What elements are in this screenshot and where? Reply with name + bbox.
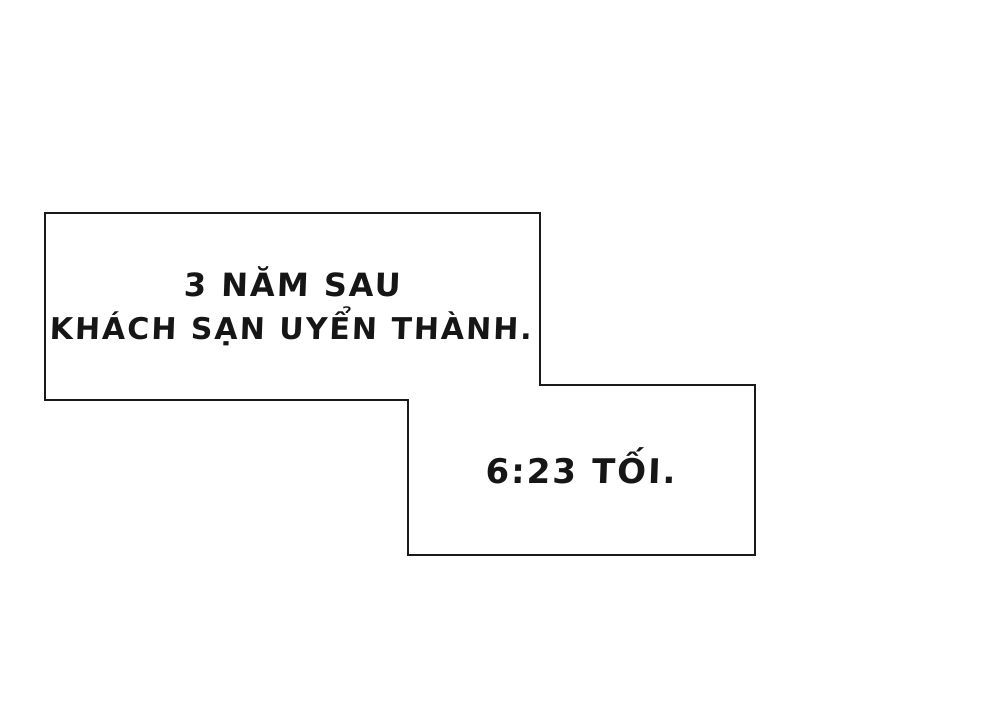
caption-hotel-name: KHÁCH SẠN UYỂN THÀNH.	[49, 312, 535, 348]
caption-time-of-day: 6:23 TỐI.	[484, 452, 679, 492]
caption-clock-time: 6:23 TỐI.	[407, 448, 756, 497]
caption-time-skip: 3 NĂM SAU KHÁCH SẠN UYỂN THÀNH.	[43, 262, 541, 352]
caption-three-years-later: 3 NĂM SAU	[183, 266, 404, 304]
